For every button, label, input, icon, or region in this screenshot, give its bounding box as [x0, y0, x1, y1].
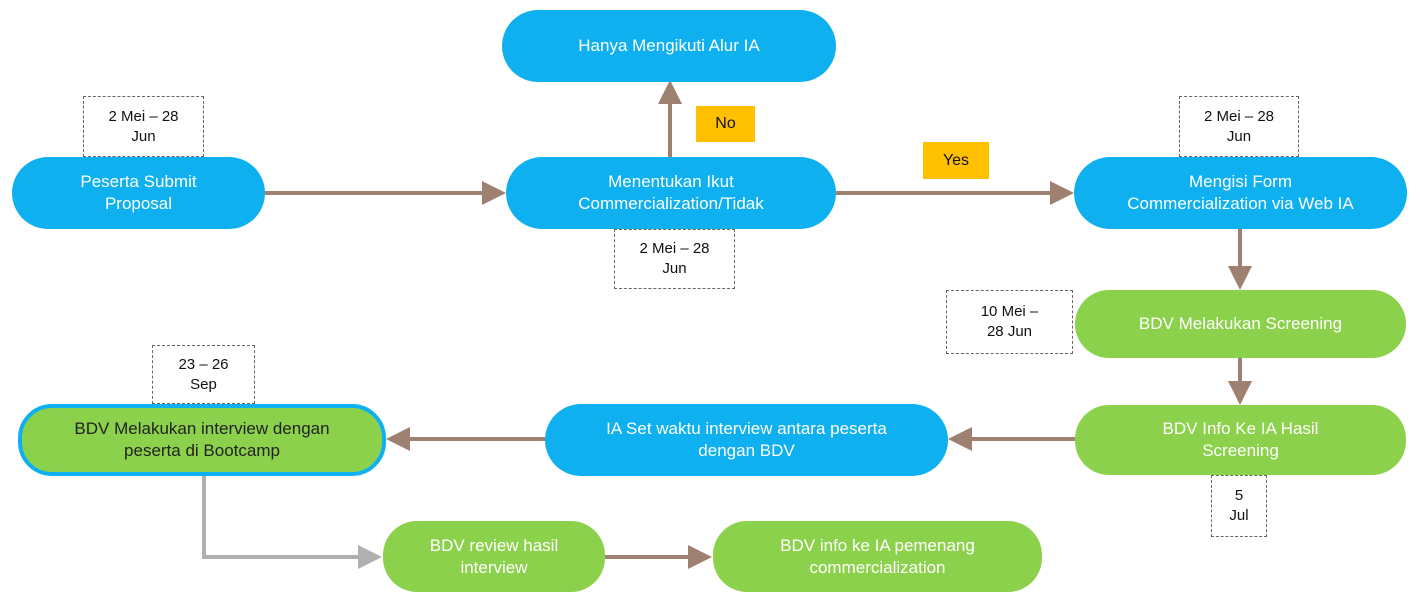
node-bdv-info-pemenang: BDV info ke IA pemenang commercializatio…: [713, 521, 1042, 592]
node-bdv-review-hasil-interview: BDV review hasil interview: [383, 521, 605, 592]
node-bdv-melakukan-screening: BDV Melakukan Screening: [1075, 290, 1406, 358]
node-bdv-melakukan-interview: BDV Melakukan interview dengan peserta d…: [18, 404, 386, 476]
node-menentukan-ikut: Menentukan Ikut Commercialization/Tidak: [506, 157, 836, 229]
node-bdv-info-hasil-screening: BDV Info Ke IA Hasil Screening: [1075, 405, 1406, 475]
date-info-hasil: 5 Jul: [1211, 475, 1267, 537]
arrow-interview-to-review: [202, 476, 382, 569]
date-menentukan: 2 Mei – 28 Jun: [614, 229, 735, 289]
node-hanya-mengikuti-alur-ia: Hanya Mengikuti Alur IA: [502, 10, 836, 82]
node-ia-set-waktu-interview: IA Set waktu interview antara peserta de…: [545, 404, 948, 476]
date-mengisi: 2 Mei – 28 Jun: [1179, 96, 1299, 157]
date-submit: 2 Mei – 28 Jun: [83, 96, 204, 157]
label-no: No: [696, 106, 755, 142]
date-interview: 23 – 26 Sep: [152, 345, 255, 404]
node-peserta-submit-proposal: Peserta Submit Proposal: [12, 157, 265, 229]
label-yes: Yes: [923, 142, 989, 179]
node-mengisi-form: Mengisi Form Commercialization via Web I…: [1074, 157, 1407, 229]
date-screening: 10 Mei – 28 Jun: [946, 290, 1073, 354]
